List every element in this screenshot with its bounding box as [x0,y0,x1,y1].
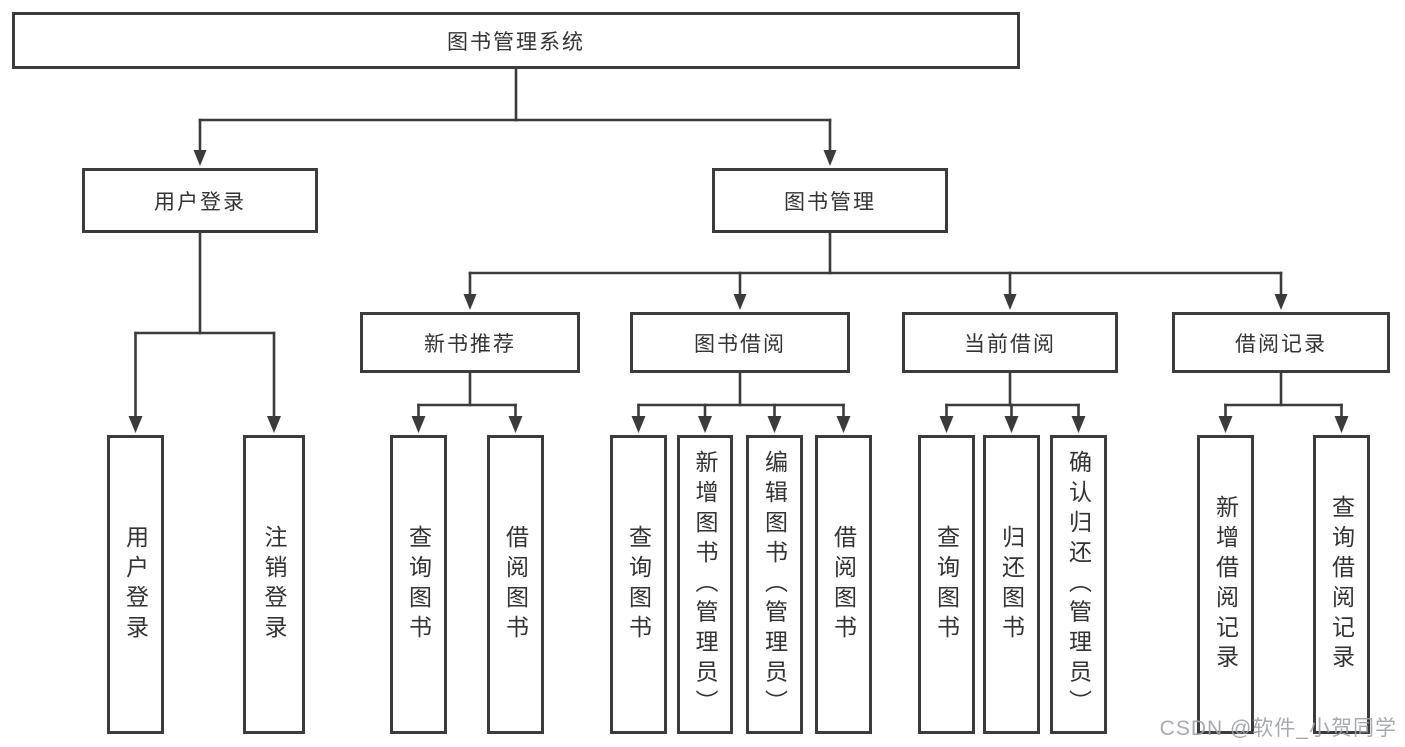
leaf-logout: 注销登录 [243,435,305,734]
leaf-bb-edit-books-admin-label: 编辑图书（管理员） [761,449,788,720]
csdn-watermark: CSDN @软件_小贺同学 [1159,717,1397,740]
node-book-management: 图书管理 [712,168,948,233]
leaf-bb-query-books: 查询图书 [610,435,667,734]
leaf-bb-borrow-books-label: 借阅图书 [830,524,857,645]
arrowhead-icons [128,150,1349,433]
leaf-cb-return-books: 归还图书 [983,435,1040,734]
leaf-bb-borrow-books: 借阅图书 [815,435,872,734]
node-root-label: 图书管理系统 [447,30,585,54]
leaf-user-login-label: 用户登录 [122,524,149,645]
node-current-borrowing: 当前借阅 [902,312,1118,373]
node-user-login-label: 用户登录 [154,190,246,214]
leaf-cb-confirm-return-admin: 确认归还（管理员） [1050,435,1107,734]
leaf-bb-edit-books-admin: 编辑图书（管理员） [746,435,803,734]
node-book-borrowing-label: 图书借阅 [694,332,786,356]
node-new-book-recommendation: 新书推荐 [360,312,580,373]
leaf-nbr-query-books: 查询图书 [390,435,447,734]
node-user-login: 用户登录 [82,168,318,233]
leaf-bb-add-books-admin: 新增图书（管理员） [677,435,733,734]
node-book-borrowing: 图书借阅 [630,312,850,373]
leaf-cb-return-books-label: 归还图书 [998,524,1025,645]
leaf-nbr-borrow-books: 借阅图书 [487,435,544,734]
leaf-br-add-record-label: 新增借阅记录 [1212,494,1239,675]
leaf-logout-label: 注销登录 [261,524,287,645]
leaf-user-login: 用户登录 [107,435,164,734]
node-current-borrowing-label: 当前借阅 [964,332,1056,356]
leaf-cb-query-books: 查询图书 [918,435,975,734]
leaf-cb-query-books-label: 查询图书 [933,524,960,645]
node-borrowing-records-label: 借阅记录 [1235,332,1327,356]
leaf-nbr-query-books-label: 查询图书 [405,524,432,645]
leaf-cb-confirm-return-admin-label: 确认归还（管理员） [1065,449,1092,720]
leaf-br-query-record-label: 查询借阅记录 [1328,494,1355,675]
leaf-nbr-borrow-books-label: 借阅图书 [502,524,529,645]
leaf-bb-query-books-label: 查询图书 [625,524,652,645]
leaf-br-query-record: 查询借阅记录 [1313,435,1370,734]
leaf-bb-add-books-admin-label: 新增图书（管理员） [692,449,718,720]
node-new-book-recommendation-label: 新书推荐 [424,332,516,356]
leaf-br-add-record: 新增借阅记录 [1197,435,1254,734]
node-root: 图书管理系统 [12,12,1020,69]
node-borrowing-records: 借阅记录 [1172,312,1390,373]
node-book-management-label: 图书管理 [784,190,876,214]
